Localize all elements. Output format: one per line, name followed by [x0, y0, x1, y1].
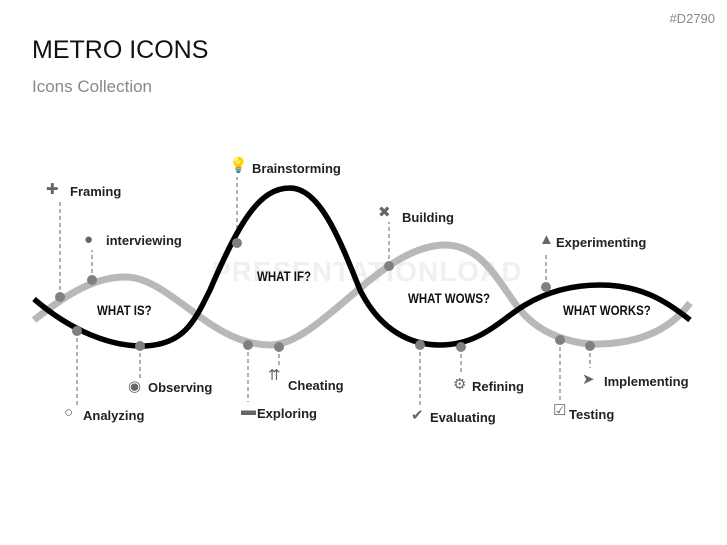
step-label: interviewing [106, 233, 182, 248]
step-label: Brainstorming [252, 161, 341, 176]
step-label: Evaluating [430, 410, 496, 425]
paper-plane-icon: ➤ [582, 371, 595, 388]
step-label: Cheating [288, 378, 344, 393]
step-label: Refining [472, 379, 524, 394]
phase-what-is: WHAT IS? [97, 302, 152, 318]
step-label: Testing [569, 407, 615, 422]
magnifier-icon: ○ [64, 404, 74, 421]
step-label: Analyzing [83, 408, 145, 423]
flask-icon: ▲ [539, 231, 554, 248]
eye-icon: ◉ [128, 378, 142, 395]
slide-subtitle: Icons Collection [32, 77, 153, 96]
slide-code: #D2790 [669, 11, 715, 26]
phase-what-wows: WHAT WOWS? [408, 290, 491, 306]
chat-bubbles-icon: ● [84, 231, 94, 248]
split-arrows-icon: ⇈ [268, 367, 281, 384]
checklist-icon: ☑ [553, 402, 567, 419]
step-label: Building [402, 210, 454, 225]
signpost-icon: ▬ [241, 402, 256, 419]
step-label: Experimenting [556, 235, 647, 250]
gray-curve [31, 241, 693, 349]
black-curve [32, 185, 692, 349]
step-label: Framing [70, 184, 122, 199]
tools-icon: ✖ [378, 204, 391, 221]
puzzle-icon: ✚ [46, 181, 59, 198]
gear-icon: ⚙ [453, 376, 467, 393]
phase-what-works: WHAT WORKS? [563, 302, 651, 318]
step-label: Observing [148, 380, 213, 395]
lightbulb-icon: 💡 [229, 157, 248, 174]
slide-title: METRO ICONS [32, 36, 209, 64]
phase-what-if: WHAT IF? [257, 268, 311, 284]
step-label: Implementing [604, 374, 689, 389]
step-dots [55, 238, 595, 352]
step-label: Exploring [257, 406, 317, 421]
check-badge-icon: ✔ [411, 407, 424, 424]
